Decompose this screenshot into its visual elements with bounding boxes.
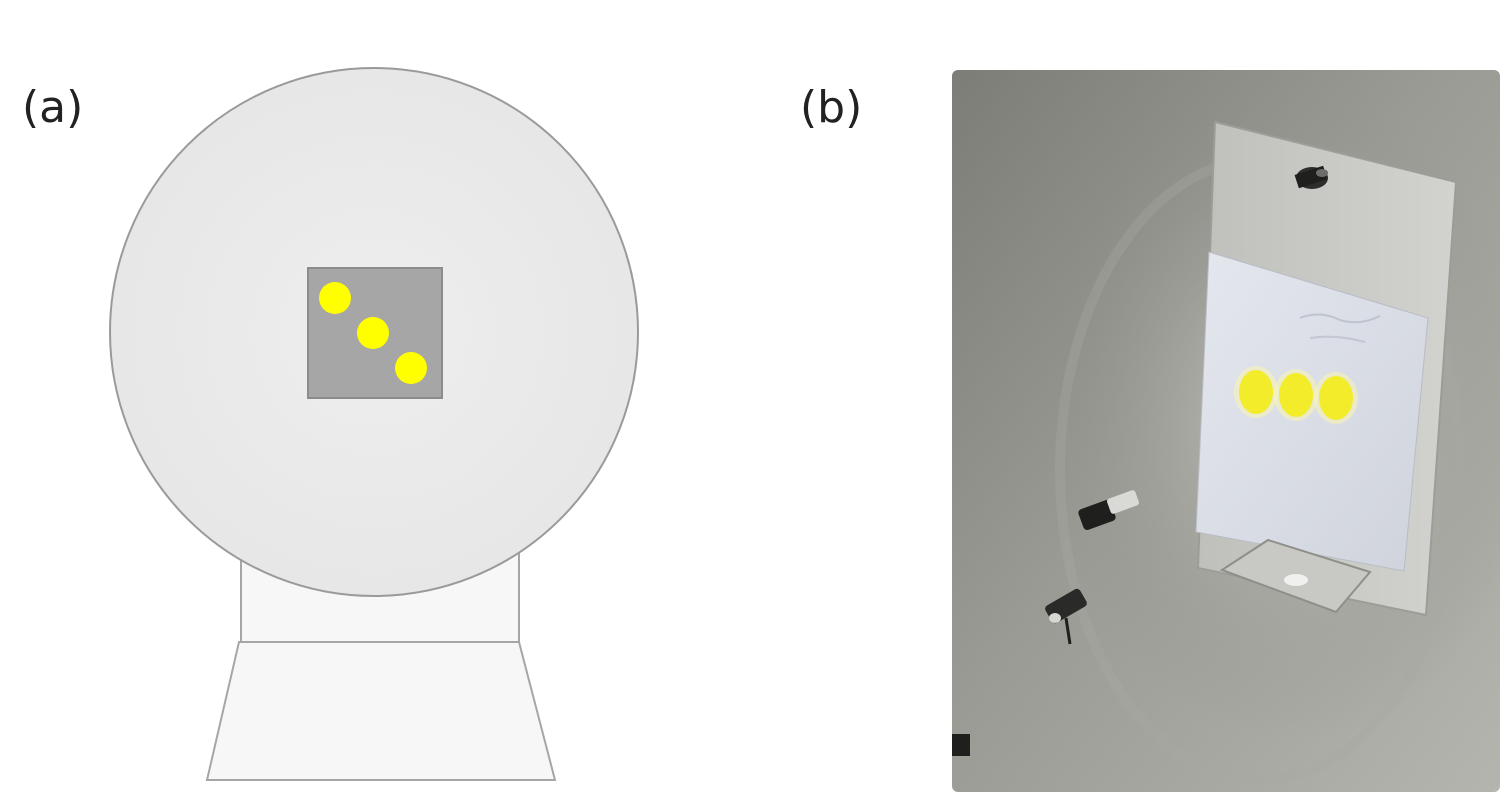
sample-paper: [1195, 251, 1429, 572]
screw-left: [1078, 490, 1139, 531]
lit-spot-group: [1234, 366, 1358, 424]
holder-clip: [1219, 538, 1372, 614]
stand-base: [205, 641, 557, 781]
yellow-spot: [357, 317, 389, 349]
yellow-spot: [319, 282, 351, 314]
lit-spot: [1319, 376, 1353, 420]
lit-spot: [1279, 373, 1313, 417]
panel-label-b: (b): [800, 82, 863, 133]
photo-background: [952, 70, 1500, 792]
yellow-spot: [395, 352, 427, 384]
lit-spot: [1239, 370, 1273, 414]
panel-label-a: (a): [22, 82, 84, 133]
spot-group: [319, 282, 427, 384]
screw-lower: [1045, 588, 1087, 645]
lit-spot-halo: [1274, 369, 1318, 421]
screw-top: [1294, 165, 1328, 189]
lit-spot-halo: [1314, 372, 1358, 424]
sphere-diagram: [109, 67, 639, 781]
holder-plate: [1196, 120, 1458, 617]
lit-spot-halo: [1234, 366, 1278, 418]
screw-corner: [952, 734, 970, 756]
